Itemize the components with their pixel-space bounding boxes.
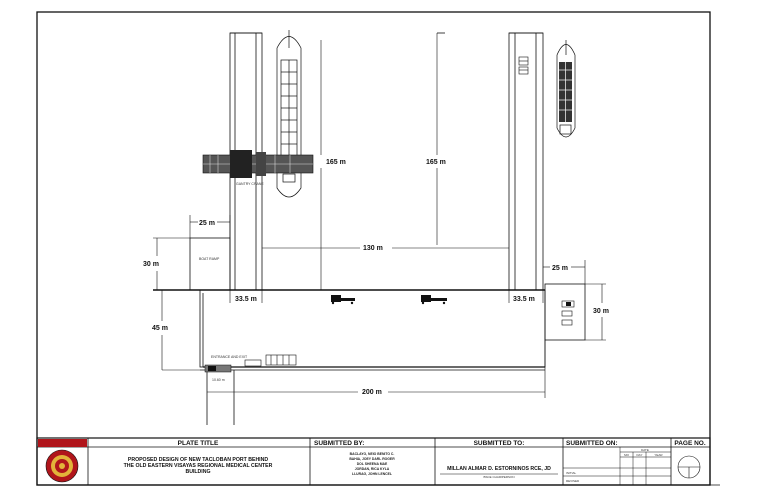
submitted-on-header: SUBMITTED ON: <box>566 440 618 447</box>
entrance-trucks <box>244 354 297 367</box>
boat-ramp: BOAT RAMP <box>189 237 231 291</box>
date-col-day: DAY <box>637 453 643 457</box>
date-row-initial: INITIAL <box>566 471 577 475</box>
dim-berth-spacing: 130 m <box>363 245 383 252</box>
submitted-by-header: SUBMITTED BY: <box>314 440 364 447</box>
title-block-text: PLATE TITLE PROPOSED DESIGN OF NEW TACLO… <box>124 440 706 483</box>
date-col-year: YEAR <box>654 453 663 457</box>
dim-apron-left: 33.5 m <box>235 296 257 303</box>
dim-berth-length-right: 165 m <box>426 159 446 166</box>
submitted-to-header: SUBMITTED TO: <box>474 440 525 447</box>
university-logo <box>38 439 87 483</box>
plate-title-line-2: THE OLD EASTERN VISAYAS REGIONAL MEDICAL… <box>124 463 273 469</box>
page-number-symbol <box>677 455 701 479</box>
dim-pier-depth-left: 30 m <box>143 261 159 268</box>
date-col-mo: MO <box>624 453 629 457</box>
port-site-plan: BOAT RAMP ENTRANCE AND EXIT <box>153 30 586 425</box>
dim-pier-width-right: 25 m <box>552 265 568 272</box>
submitted-by-name-4: JORDAN, RICA KYLA <box>355 467 390 471</box>
submitted-by-name-1: BACLAYO, NEIO BENITO C. <box>350 452 395 456</box>
right-annex <box>544 283 586 341</box>
pier-equipment <box>518 56 529 75</box>
dim-pier-width-left: 25 m <box>199 220 215 227</box>
dim-berth-length-left: 165 m <box>326 159 346 166</box>
yard-truck-1 <box>331 295 355 305</box>
dimension-labels: 165 m 165 m 130 m 25 m 30 m 33.5 m 33.5 … <box>143 159 609 396</box>
title-block <box>36 437 711 486</box>
yard-truck-2 <box>421 295 447 305</box>
entrance-exit-label: ENTRANCE AND EXIT <box>211 355 248 359</box>
plate-title-line-1: PROPOSED DESIGN OF NEW TACLOBAN PORT BEH… <box>128 457 269 463</box>
submitted-by-name-3: DOL SHEENA MAE <box>357 462 388 466</box>
dim-gate-width: 10.60 m <box>212 378 225 382</box>
boat-ramp-label: BOAT RAMP <box>199 257 220 261</box>
dim-yard-depth: 45 m <box>152 325 168 332</box>
date-row-revised: REVISED <box>566 479 580 483</box>
ship-right <box>556 40 576 138</box>
dimension-lines <box>153 33 606 398</box>
dim-total-width: 200 m <box>362 389 382 396</box>
submitted-by-name-5: LLURAG, JOHN LENCEL <box>352 472 392 476</box>
entrance-road: ENTRANCE AND EXIT <box>204 355 248 425</box>
plate-title-line-3: BUILDING <box>185 469 210 475</box>
gantry-crane-label: GANTRY CRANE <box>236 182 264 186</box>
page-no-header: PAGE NO. <box>674 440 705 447</box>
submitted-by-name-2: BAHIA, JOEY DARL ROGER <box>349 457 395 461</box>
dim-apron-right: 33.5 m <box>513 296 535 303</box>
dim-pier-depth-right: 30 m <box>593 308 609 315</box>
date-header: DATE <box>641 448 649 452</box>
gantry-crane: GANTRY CRANE <box>202 150 314 186</box>
submitted-to-name: MILLAN ALMAR D. ESTORNINOS RCE, JD <box>447 466 551 472</box>
submitted-to-role: BSCE CHAIRPERSON <box>483 475 514 479</box>
plate-title-header: PLATE TITLE <box>178 440 219 447</box>
